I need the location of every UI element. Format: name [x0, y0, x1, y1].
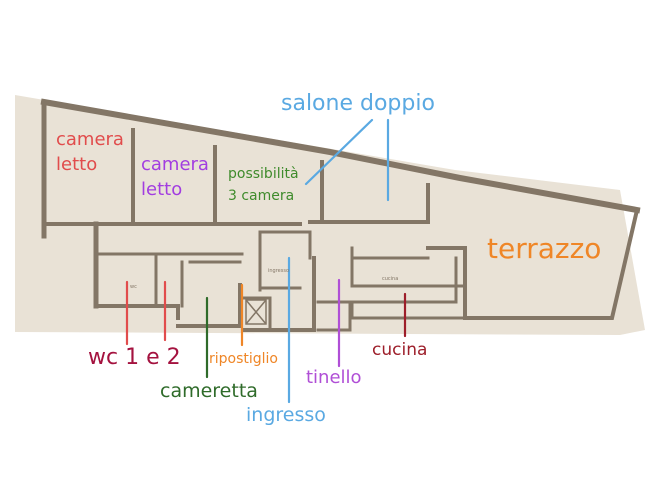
label-cucina: cucina: [372, 340, 428, 360]
label-cameretta: cameretta: [160, 380, 258, 402]
label-camera-letto-2-line2: letto: [141, 179, 183, 200]
plan-tag-ingresso: ingresso: [268, 268, 290, 274]
plan-tag-cucina: cucina: [382, 276, 399, 282]
label-terrazzo: terrazzo: [487, 232, 602, 265]
pointer-lines: [125, 118, 407, 404]
label-salone-doppio: salone doppio: [281, 91, 435, 116]
label-ripostiglio: ripostiglio: [209, 351, 279, 367]
stair-symbol: [245, 299, 267, 325]
label-camera-letto-1-line2: letto: [56, 154, 98, 175]
salone-pointer-1: [304, 118, 374, 186]
label-wc-1-e-2: wc 1 e 2: [88, 345, 181, 370]
label-possibilita: possibilità: [228, 166, 299, 182]
plan-tag-wc: wc: [130, 284, 137, 290]
label-camera-letto-2: camera: [141, 154, 209, 175]
label-camera-letto-1: camera: [56, 129, 124, 150]
label-ingresso: ingresso: [246, 404, 326, 426]
label-tinello: tinello: [306, 367, 362, 388]
label-3-camera: 3 camera: [228, 188, 295, 204]
plan-walls: [40, 98, 641, 332]
plan-paper-background: [15, 95, 645, 335]
